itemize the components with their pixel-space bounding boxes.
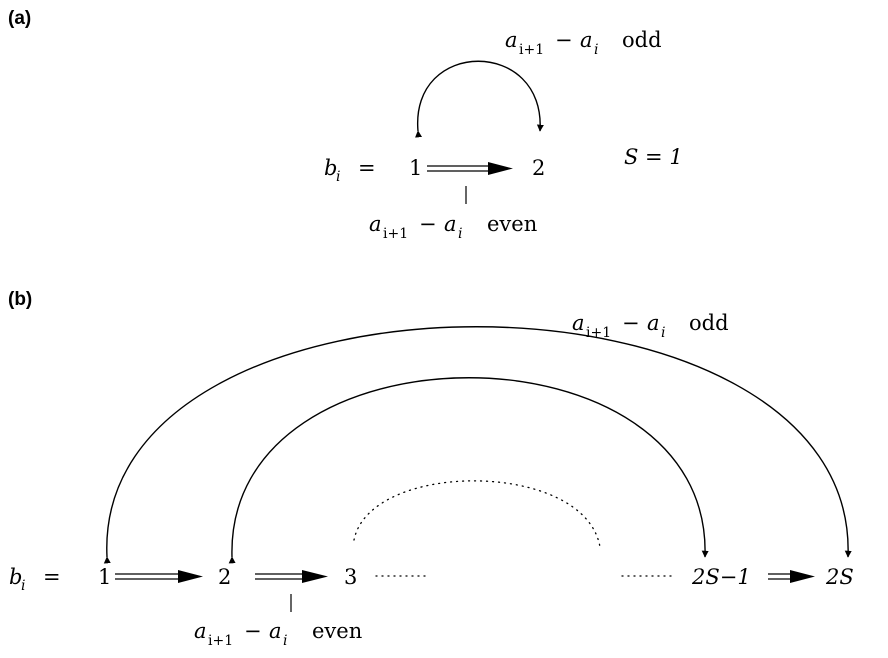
panel-a-even-expression: a i+1 − a i even bbox=[369, 212, 537, 242]
panel-b-double-arrow-1-2 bbox=[115, 570, 203, 583]
expr-sub-i: i bbox=[283, 633, 287, 649]
b-subscript: i bbox=[336, 169, 340, 185]
expr-a: a bbox=[580, 28, 593, 52]
expr-minus: − bbox=[622, 311, 640, 335]
node-1: 1 bbox=[409, 156, 422, 180]
expr-sub-i: i bbox=[458, 226, 462, 242]
odd-label: odd bbox=[622, 28, 662, 52]
expr-minus: − bbox=[419, 212, 437, 236]
node-2s-minus-1: 2S−1 bbox=[691, 565, 751, 589]
b-symbol: b bbox=[9, 565, 22, 589]
expr-a: a bbox=[194, 619, 207, 643]
equals-sign: = bbox=[43, 565, 61, 589]
panel-b-dotted-arc bbox=[353, 480, 601, 548]
panel-b-double-arrow-2-3 bbox=[255, 570, 328, 583]
odd-label: odd bbox=[689, 311, 729, 335]
panel-b-outer-arc bbox=[103, 326, 852, 564]
panel-b-even-expression: a i+1 − a i even bbox=[194, 619, 362, 649]
even-label: even bbox=[487, 212, 537, 236]
panel-b-double-arrow-2s-1-2s bbox=[768, 570, 815, 583]
panel-a-odd-arc bbox=[415, 60, 544, 138]
expr-a: a bbox=[505, 28, 518, 52]
equals-sign: = bbox=[358, 156, 376, 180]
panel-a-double-arrow bbox=[427, 162, 513, 175]
b-symbol: b bbox=[324, 156, 337, 180]
node-3: 3 bbox=[344, 565, 357, 589]
expr-sub-i: i bbox=[594, 42, 598, 58]
expr-a: a bbox=[369, 212, 382, 236]
expr-a: a bbox=[444, 212, 457, 236]
expr-sub-i1: i+1 bbox=[208, 633, 233, 649]
panel-b-inner-arc bbox=[228, 377, 709, 564]
panel-b-b-label: b i = bbox=[9, 565, 61, 594]
panel-a-label: (a) bbox=[8, 8, 31, 29]
panel-a-b-label: b i = bbox=[324, 156, 376, 185]
node-1: 1 bbox=[98, 565, 111, 589]
even-label: even bbox=[312, 619, 362, 643]
expr-a: a bbox=[269, 619, 282, 643]
node-2s: 2S bbox=[825, 565, 854, 589]
expr-sub-i: i bbox=[661, 325, 665, 341]
expr-sub-i1: i+1 bbox=[383, 226, 408, 242]
expr-minus: − bbox=[244, 619, 262, 643]
expr-sub-i1: i+1 bbox=[519, 42, 544, 58]
s-equals-1: S = 1 bbox=[624, 145, 683, 169]
expr-a: a bbox=[647, 311, 660, 335]
node-2: 2 bbox=[532, 156, 545, 180]
expr-minus: − bbox=[555, 28, 573, 52]
node-2: 2 bbox=[218, 565, 231, 589]
panel-b-odd-expression: a i+1 − a i odd bbox=[572, 311, 729, 341]
expr-a: a bbox=[572, 311, 585, 335]
b-subscript: i bbox=[21, 578, 25, 594]
expr-sub-i1: i+1 bbox=[586, 325, 611, 341]
panel-b-label: (b) bbox=[8, 289, 32, 310]
panel-a-odd-expression: a i+1 − a i odd bbox=[505, 28, 662, 58]
